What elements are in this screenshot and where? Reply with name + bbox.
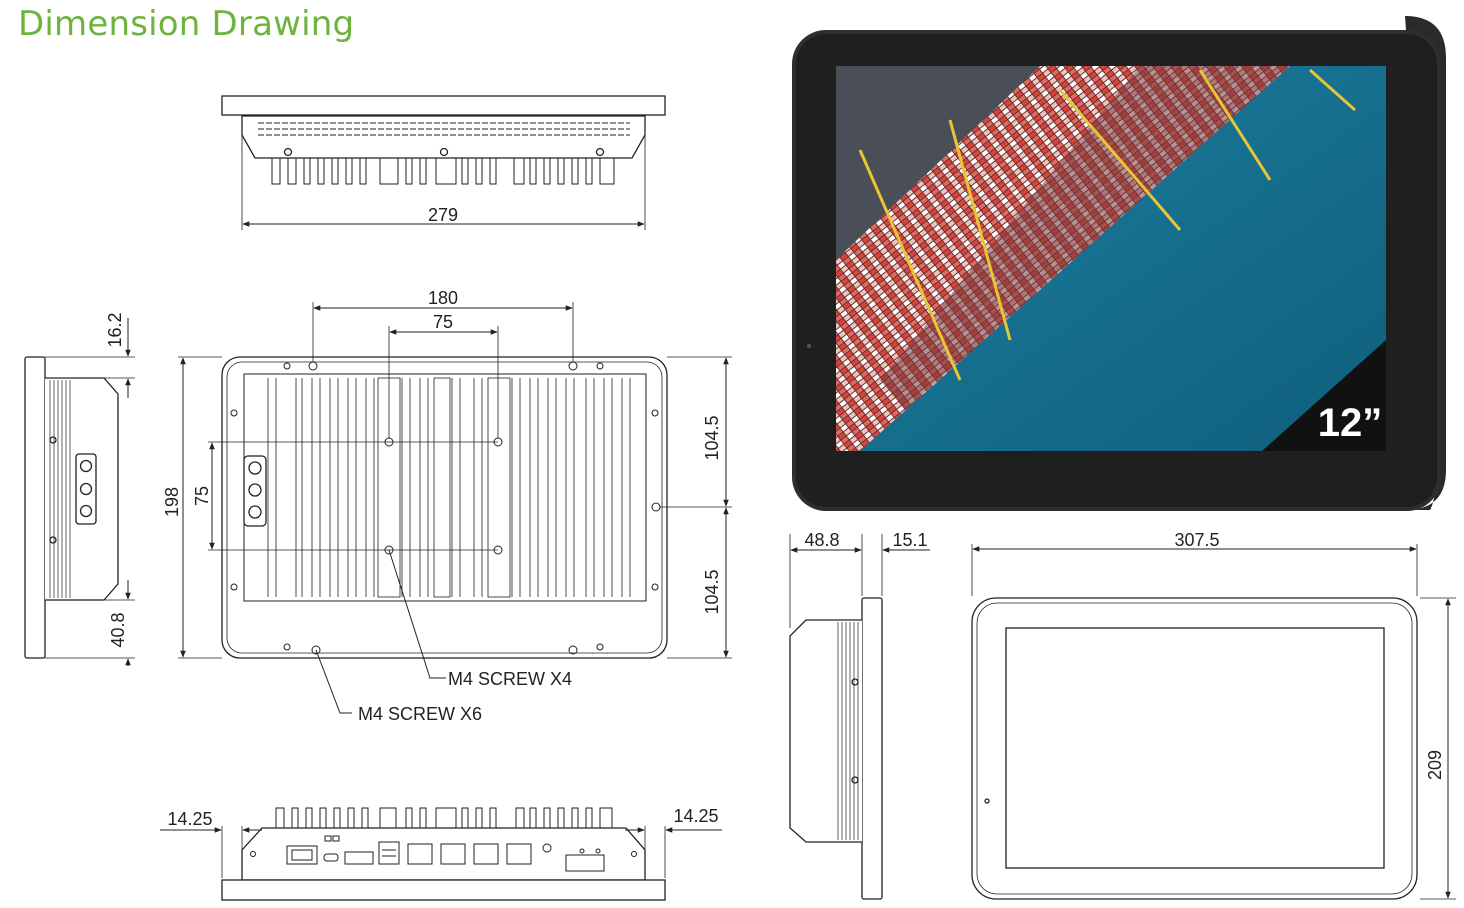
left-side-view bbox=[24, 318, 135, 666]
dim-279: 279 bbox=[428, 205, 458, 225]
top-view bbox=[221, 95, 666, 230]
dim-15-1: 15.1 bbox=[892, 530, 927, 550]
bottom-io-view bbox=[160, 807, 722, 901]
dim-198: 198 bbox=[162, 487, 182, 517]
callout-screw-x6: M4 SCREW X6 bbox=[358, 704, 482, 724]
dim-16-2: 16.2 bbox=[105, 312, 125, 347]
dim-180: 180 bbox=[428, 288, 458, 308]
dim-14-25-right: 14.25 bbox=[673, 806, 718, 826]
dim-75-horizontal: 75 bbox=[433, 312, 453, 332]
dim-14-25-left: 14.25 bbox=[167, 809, 212, 829]
io-ports bbox=[250, 835, 637, 872]
rear-view bbox=[178, 302, 732, 714]
dim-307-5: 307.5 bbox=[1174, 530, 1219, 550]
page-title: Dimension Drawing bbox=[18, 4, 355, 44]
dim-209: 209 bbox=[1425, 750, 1445, 780]
right-side-view bbox=[789, 534, 930, 900]
dim-40-8: 40.8 bbox=[108, 612, 128, 647]
product-photo: 12” bbox=[792, 16, 1446, 511]
front-view bbox=[971, 544, 1456, 900]
dim-104-5-lower: 104.5 bbox=[702, 569, 722, 614]
dim-75-vertical: 75 bbox=[192, 486, 212, 506]
dim-104-5-upper: 104.5 bbox=[702, 415, 722, 460]
callout-screw-x4: M4 SCREW X4 bbox=[448, 669, 572, 689]
screen-size-badge: 12” bbox=[1318, 401, 1383, 445]
dim-48-8: 48.8 bbox=[804, 530, 839, 550]
